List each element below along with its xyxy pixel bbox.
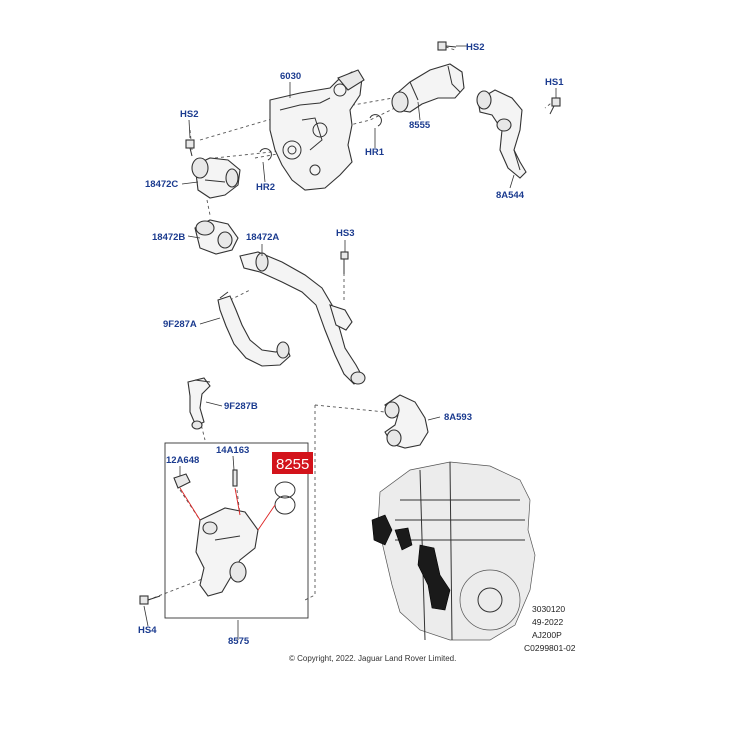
ref-code-2: 49-2022 [532,617,563,627]
part-8a593-hose [384,394,429,449]
label-8575: 8575 [228,636,250,647]
label-18472b: 18472B [152,232,185,243]
highlight-label: 8255 [276,456,309,473]
label-hr2: HR2 [256,182,275,193]
label-18472c: 18472C [145,179,178,190]
part-18472a-pipe [239,251,366,385]
ref-code-3: AJ200P [532,630,562,640]
ref-code-1: 3030120 [532,604,565,614]
label-hs2-left: HS2 [180,109,198,120]
label-12a648: 12A648 [166,455,199,466]
label-8a544: 8A544 [496,190,525,201]
copyright-notice: © Copyright, 2022. Jaguar Land Rover Lim… [289,654,456,663]
part-6030-housing [269,69,365,191]
part-9f287b-hose [187,377,211,430]
part-8a544-pipe [476,89,527,179]
engine-illustration [371,461,536,641]
part-18472b-fitting [194,219,239,255]
ref-code-4: C0299801-02 [524,643,576,653]
part-9f287a-hose [217,291,291,367]
highlight-8255: 8255 [272,452,313,474]
highlight-box [272,452,313,474]
label-hs3: HS3 [336,228,354,239]
label-9f287b: 9F287B [224,401,258,412]
label-leaders [143,45,557,640]
part-18472c-elbow [191,157,241,199]
part-8575-group [164,442,309,619]
label-6030: 6030 [280,71,301,82]
label-hs2-top: HS2 [466,42,484,53]
part-8555-hose [391,63,465,113]
label-14a163: 14A163 [216,445,249,456]
label-hr1: HR1 [365,147,385,158]
label-hs4: HS4 [138,625,157,636]
group-box [164,442,309,619]
label-18472a: 18472A [246,232,279,243]
label-9f287a: 9F287A [163,319,197,330]
label-8a593: 8A593 [444,412,472,423]
label-8555: 8555 [409,120,431,131]
label-hs1: HS1 [545,77,564,88]
